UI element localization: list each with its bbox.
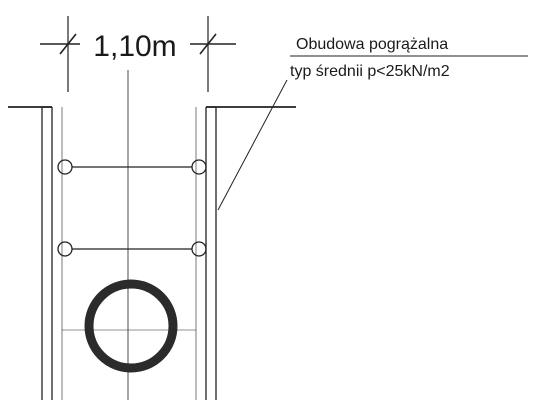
strut-lower (57, 241, 207, 257)
annotation-line-2: typ średnii p<25kN/m2 (290, 63, 450, 80)
strut-upper (57, 159, 207, 175)
strut-lower-node-left (57, 241, 73, 257)
dimension-label: 1,10m (93, 30, 176, 63)
strut-lower-node-right (191, 241, 207, 257)
annotation-leader (217, 55, 528, 211)
sheeting-wall-left (41, 106, 53, 400)
strut-upper-node-right (191, 159, 207, 175)
dimension-annotation: 1,10m (40, 16, 236, 92)
dimension-tick-left (59, 33, 77, 55)
annotation-line-1: Obudowa pogrążalna (296, 36, 448, 53)
strut-upper-node-left (57, 159, 73, 175)
sheeting-wall-right (205, 106, 217, 400)
dimension-label-background (80, 26, 190, 62)
dimension-tick-right (199, 33, 217, 55)
pipe-circle (84, 279, 178, 373)
